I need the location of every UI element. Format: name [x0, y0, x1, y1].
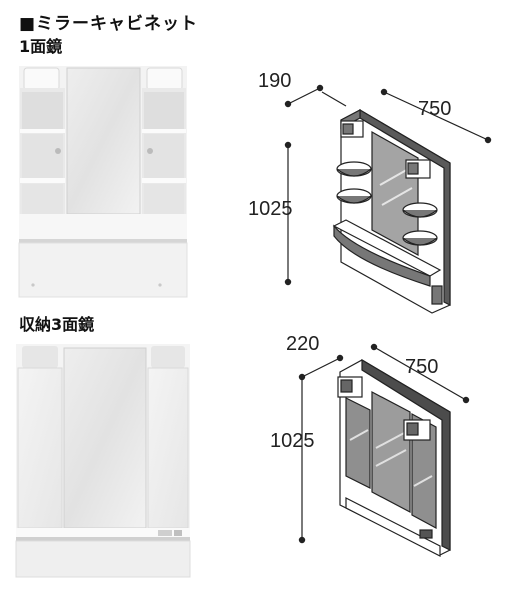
single-mirror-cabinet-photo: [18, 66, 188, 298]
depth-label-2: 220: [286, 333, 320, 355]
section-label-single-mirror: 1面鏡: [19, 37, 63, 56]
section-label-triple-mirror: 収納3面鏡: [19, 315, 95, 334]
width-label-1: 750: [418, 98, 452, 120]
height-label-1: 1025: [248, 198, 293, 220]
depth-label-1: 190: [258, 70, 292, 92]
page-title: ■ミラーキャビネット: [19, 14, 199, 34]
width-label-2: 750: [405, 356, 439, 378]
triple-mirror-cabinet-photo: [15, 344, 191, 578]
triple-mirror-dimension-drawing: [298, 343, 470, 557]
height-label-2: 1025: [270, 430, 315, 452]
single-mirror-dimension-drawing: [284, 84, 492, 314]
